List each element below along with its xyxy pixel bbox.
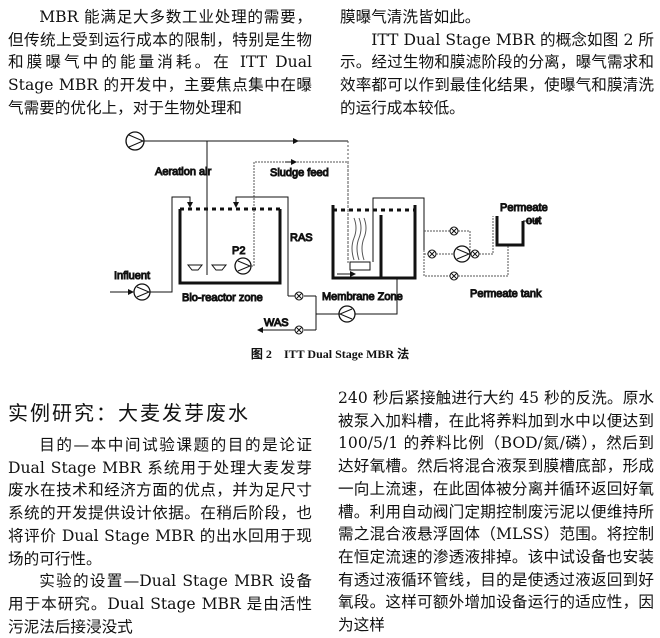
section-heading: 实例研究：大麦发芽废水 [8,401,250,425]
label-influent: Influent [114,270,150,282]
label-sludge-feed: Sludge feed [270,167,329,179]
figure-caption: 图 2 ITT Dual Stage MBR 法 [0,345,660,362]
membrane-tank [331,205,417,280]
valve-icon [294,325,304,335]
label-bio-reactor-zone: Bio-reactor zone [182,292,263,304]
air-blower-icon [125,131,145,151]
label-was: WAS [264,317,289,329]
label-aeration-air: Aeration air [155,166,212,178]
paragraph: 膜曝气清洗皆如此。 [340,8,481,26]
label-permeate-tank: Permeate tank [470,288,542,300]
text-column-right-bottom: 240 秒后紧接触进行大约 45 秒的反洗。原水被泵入加料槽，在此将养料加到水中… [338,387,654,637]
valve-icon [427,249,437,259]
permeate-pump-icon [453,245,471,263]
paragraph: MBR 能满足大多数工业处理的需要，但传统上受到运行成本的限制，特别是生物和膜曝… [8,8,312,117]
valve-icon [449,226,459,236]
figure-number: 图 2 [250,347,272,361]
membrane-module [349,261,371,271]
p2-pump-icon [234,257,252,275]
diffuser-icon [186,264,228,271]
paragraph: 实验的设置—Dual Stage MBR 设备用于本研究。Dual Stage … [8,572,312,636]
text-column-left-bottom: 目的—本中间试验课题的目的是论证 Dual Stage MBR 系统用于处理大麦… [8,434,312,638]
paragraph: 240 秒后紧接触进行大约 45 秒的反洗。原水被泵入加料槽，在此将养料加到水中… [338,389,654,635]
label-permeate: Permeate [500,202,548,214]
label-out: out [526,215,541,227]
text-column-right-top: 膜曝气清洗皆如此。 ITT Dual Stage MBR 的概念如图 2 所示。… [340,6,654,120]
process-diagram: Aeration air Sludge feed RAS P2 Influent… [110,131,548,335]
paragraph: 目的—本中间试验课题的目的是论证 Dual Stage MBR 系统用于处理大麦… [8,436,312,568]
text-column-left-top: MBR 能满足大多数工业处理的需要，但传统上受到运行成本的限制，特别是生物和膜曝… [8,6,312,120]
permeate-tank [495,216,525,247]
valve-icon [294,291,304,301]
figure-title: ITT Dual Stage MBR 法 [283,347,410,361]
bio-reactor-tank [178,209,282,285]
valve-icon [470,249,480,259]
label-ras: RAS [290,232,313,244]
label-p2: P2 [232,245,245,257]
label-membrane-zone: Membrane Zone [322,291,403,303]
recirculation-pump-icon [338,305,356,323]
influent-pump-icon [133,283,151,301]
paragraph: ITT Dual Stage MBR 的概念如图 2 所示。经过生物和膜滤阶段的… [340,30,654,117]
valve-icon [449,271,459,281]
